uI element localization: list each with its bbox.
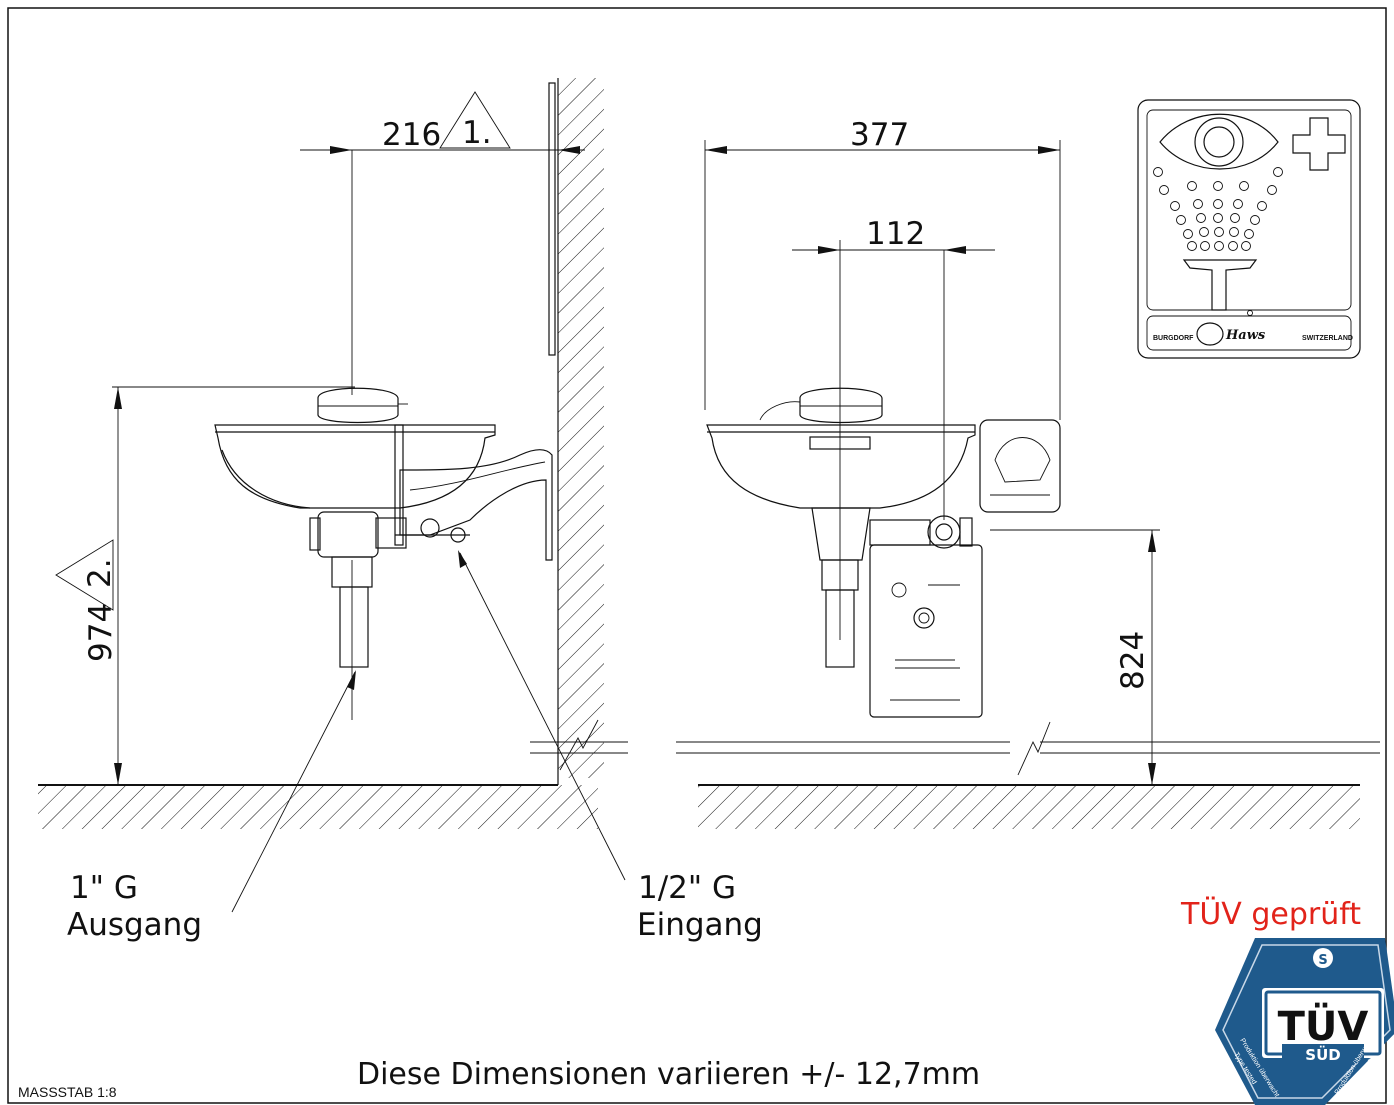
tuv-badge-sub: SÜD: [1305, 1045, 1340, 1064]
floor-hatch-right: [698, 785, 1360, 829]
outlet-name-label: Ausgang: [67, 907, 202, 943]
inlet-name-label: Eingang: [637, 907, 763, 943]
haws-logo-icon: [1196, 322, 1224, 346]
inlet-size-label: 1/2" G: [638, 870, 736, 906]
tuv-badge-main: TÜV: [1278, 1002, 1369, 1050]
eyewash-nozzle-icon: [1182, 259, 1258, 311]
sign-brand-left: BURGDORF: [1153, 335, 1194, 342]
dim-left-height: 974: [83, 603, 119, 662]
left-side-view: 216 1. 974 2. 1" G Ausgang 1/2" G Eingan…: [38, 78, 763, 943]
tuv-heading: TÜV geprüft: [1180, 896, 1361, 932]
cross-icon: [1292, 117, 1346, 171]
dim-right-height: 824: [1115, 631, 1151, 690]
outlet-size-label: 1" G: [70, 870, 138, 906]
water-droplets: [1153, 167, 1283, 251]
dim-right-width: 377: [850, 117, 909, 153]
floor-hatch-left: [38, 785, 598, 829]
page-border: [7, 7, 1387, 1104]
right-front-view: 377 112 824: [676, 117, 1380, 829]
wall-hatch: [558, 78, 604, 778]
dim-left-height-note: 2.: [82, 558, 118, 588]
sign-brand-right: SWITZERLAND: [1302, 335, 1353, 342]
scale-label: MASSSTAB 1:8: [18, 1084, 117, 1100]
tuv-certification: TÜV geprüft S TÜV SÜD Produktion überwac…: [1180, 896, 1394, 1105]
eyewash-sign: BURGDORF Haws SWITZERLAND: [1137, 99, 1361, 359]
svg-text:S: S: [1318, 953, 1327, 968]
tuv-badge-icon: S TÜV SÜD Produktion überwacht Type test…: [1215, 938, 1394, 1105]
eye-icon: [1159, 113, 1279, 170]
sign-brand-name: Haws: [1225, 328, 1266, 343]
tolerance-note: Diese Dimensionen variieren +/- 12,7mm: [357, 1057, 980, 1092]
dim-right-inner-width: 112: [866, 216, 925, 252]
dim-left-width-note: 1.: [462, 115, 492, 151]
dim-left-width: 216: [382, 117, 441, 153]
